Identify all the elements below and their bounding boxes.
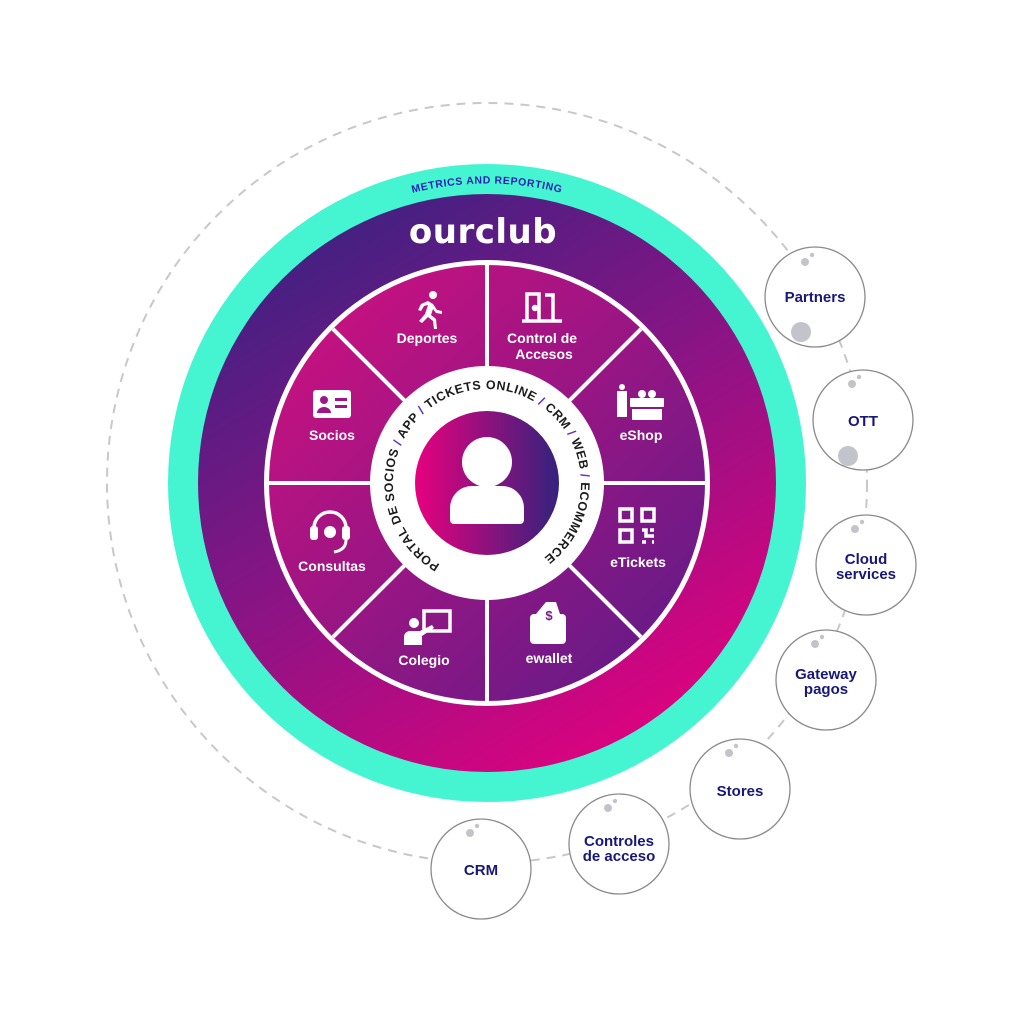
segment-ewallet[interactable]: $ ewallet — [526, 602, 573, 666]
segment-label: Deportes — [397, 330, 458, 346]
headset-icon — [310, 510, 350, 554]
id-card-icon — [313, 390, 351, 418]
user-icon — [450, 437, 524, 524]
gift-icon — [617, 384, 664, 420]
segment-label: Socios — [309, 427, 355, 443]
satellite-label: Stores — [717, 783, 764, 800]
segment-colegio[interactable]: Colegio — [398, 609, 452, 668]
segment-label: ewallet — [526, 650, 573, 666]
door-icon — [522, 292, 562, 323]
svg-text:$: $ — [545, 608, 553, 623]
segment-deportes[interactable]: Deportes — [397, 291, 458, 346]
running-person-icon — [418, 291, 442, 329]
satellite-ott[interactable]: OTT — [812, 369, 914, 471]
satellite-label: Partners — [785, 289, 846, 306]
qr-code-icon — [618, 507, 656, 544]
wallet-icon: $ — [530, 602, 566, 644]
segment-label: Consultas — [298, 558, 366, 574]
segment-eshop[interactable]: eShop — [617, 384, 664, 443]
segment-consultas[interactable]: Consultas — [298, 510, 366, 574]
segment-label: Colegio — [398, 652, 449, 668]
satellite-partners[interactable]: Partners — [764, 246, 866, 348]
segment-label: Control de Accesos — [507, 330, 581, 362]
brand-logo: ourclub — [409, 212, 557, 252]
segment-label: eTickets — [610, 554, 666, 570]
segment-label: eShop — [620, 427, 663, 443]
satellite-label: OTT — [848, 413, 878, 430]
satellite-crm[interactable]: CRM — [430, 818, 532, 920]
segment-control-de-accesos[interactable]: Control de Accesos — [507, 292, 581, 362]
satellite-label: CRM — [464, 862, 498, 879]
teacher-board-icon — [404, 609, 452, 645]
segment-socios[interactable]: Socios — [309, 390, 355, 443]
satellite-stores[interactable]: Stores — [689, 738, 791, 840]
segment-etickets[interactable]: eTickets — [610, 507, 666, 570]
